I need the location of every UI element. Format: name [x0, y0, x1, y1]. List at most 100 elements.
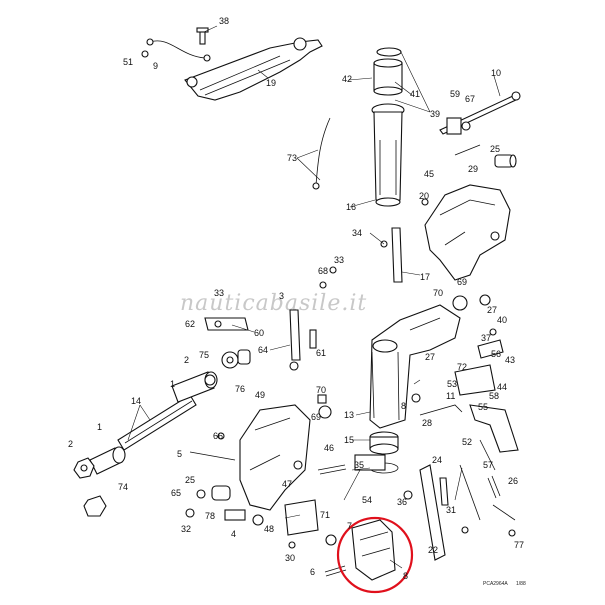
nut-part-57: [461, 526, 469, 534]
lever-part-54: [354, 454, 386, 471]
callout-45: 45: [424, 169, 434, 179]
nut-part-32: [185, 508, 195, 518]
callout-73: 73: [287, 153, 297, 163]
bushing-part-15: [369, 431, 399, 455]
callout-31: 31: [446, 505, 456, 515]
rod-part-31: [459, 464, 481, 521]
callout-43: 43: [505, 355, 515, 365]
callout-51: 51: [123, 57, 133, 67]
callout-42: 42: [342, 74, 352, 84]
nut-part-77: [508, 529, 516, 537]
callout-20: 20: [419, 191, 429, 201]
callout-17: 17: [420, 272, 430, 282]
swivel-bracket-part-13: [369, 304, 461, 429]
callout-2-upper: 2: [184, 355, 189, 365]
nut-part-28: [411, 393, 421, 403]
lever-part-64: [289, 309, 301, 371]
bushing-part-42: [373, 47, 403, 96]
callout-39: 39: [430, 109, 440, 119]
callout-74: 74: [118, 482, 128, 492]
watermark-text: nauticabasile.it: [180, 291, 367, 316]
callout-49: 49: [255, 390, 265, 400]
callout-35: 35: [354, 460, 364, 470]
steering-tube-part-16: [371, 103, 405, 207]
callout-11: 11: [446, 391, 455, 401]
figure-code: PCA2964A: [483, 581, 508, 587]
pin-part-29: [454, 144, 481, 156]
bracket-part-59: [446, 117, 471, 135]
callout-10: 10: [491, 68, 501, 78]
callout-14: 14: [131, 396, 141, 406]
nut-part-66: [217, 432, 225, 440]
callout-30: 30: [285, 553, 295, 563]
washer-part-51: [141, 50, 149, 58]
callout-77: 77: [514, 540, 524, 550]
callout-66: 66: [213, 431, 223, 441]
washer-part-7: [325, 534, 337, 546]
callout-47: 47: [282, 479, 292, 489]
bushing-part-76: [237, 349, 251, 365]
callout-labels: 38 51 9 19 42 41 39 10 59 67 25 73 29 45…: [68, 16, 524, 581]
callout-44: 44: [497, 382, 507, 392]
callout-36: 36: [397, 497, 407, 507]
callout-70-lower: 70: [316, 385, 326, 395]
callout-54: 54: [362, 495, 372, 505]
lever-part-24: [419, 464, 446, 561]
callout-6: 6: [310, 567, 315, 577]
callout-68: 68: [318, 266, 328, 276]
callout-27-upper: 27: [487, 305, 497, 315]
callout-41: 41: [410, 89, 420, 99]
nut-part-27-upper: [479, 294, 491, 306]
callout-33-lower: 33: [214, 288, 224, 298]
callout-64: 64: [258, 345, 268, 355]
tiller-arm-part-19: [184, 37, 323, 101]
bushing-part-1-lower: [89, 446, 126, 475]
callout-46: 46: [324, 443, 334, 453]
callout-38: 38: [219, 16, 229, 26]
lever-part-22: [439, 477, 449, 506]
callout-28: 28: [422, 418, 432, 428]
nut-part-74: [83, 495, 107, 517]
callout-56: 56: [491, 349, 501, 359]
callout-25-upper: 25: [490, 144, 500, 154]
callout-70-upper: 70: [433, 288, 443, 298]
washer-part-40: [489, 328, 497, 336]
lever-part-56: [477, 339, 504, 359]
ground-wire-part-9: [146, 38, 211, 62]
plate-part-71: [284, 499, 319, 536]
link-rod-part-73: [315, 117, 331, 186]
nut-part-70-lower: [317, 394, 327, 404]
washer-part-69-lower: [318, 405, 332, 419]
bracket-part-44: [454, 364, 496, 396]
callout-22: 22: [428, 545, 438, 555]
washer-part-75: [221, 351, 239, 369]
callout-78: 78: [205, 511, 215, 521]
callout-34: 34: [352, 228, 362, 238]
callout-53: 53: [447, 379, 457, 389]
figure-date: 1/88: [516, 581, 526, 587]
bushing-part-25-upper: [494, 154, 517, 168]
washer-part-65: [196, 489, 206, 499]
screw-part-38: [196, 27, 209, 45]
callout-3: 3: [279, 291, 284, 301]
callout-69-lower: 69: [311, 412, 321, 422]
lever-part-11: [419, 404, 463, 416]
callout-7: 7: [347, 521, 352, 531]
screw-part-61: [309, 329, 317, 349]
callout-29: 29: [468, 164, 478, 174]
nut-part-30: [288, 541, 296, 549]
stern-bracket-part-49: [239, 404, 311, 511]
callout-4: 4: [231, 529, 236, 539]
pin-part-5: [189, 451, 236, 461]
callout-27-lower: 27: [425, 352, 435, 362]
callout-1-upper: 1: [170, 379, 175, 389]
leader-lines: [127, 25, 501, 569]
callout-5: 5: [177, 449, 182, 459]
callout-48: 48: [264, 524, 274, 534]
pin-part-26: [492, 504, 516, 521]
callout-37: 37: [481, 333, 491, 343]
callout-25-lower: 25: [185, 475, 195, 485]
callout-71: 71: [320, 510, 330, 520]
callout-19: 19: [266, 78, 276, 88]
